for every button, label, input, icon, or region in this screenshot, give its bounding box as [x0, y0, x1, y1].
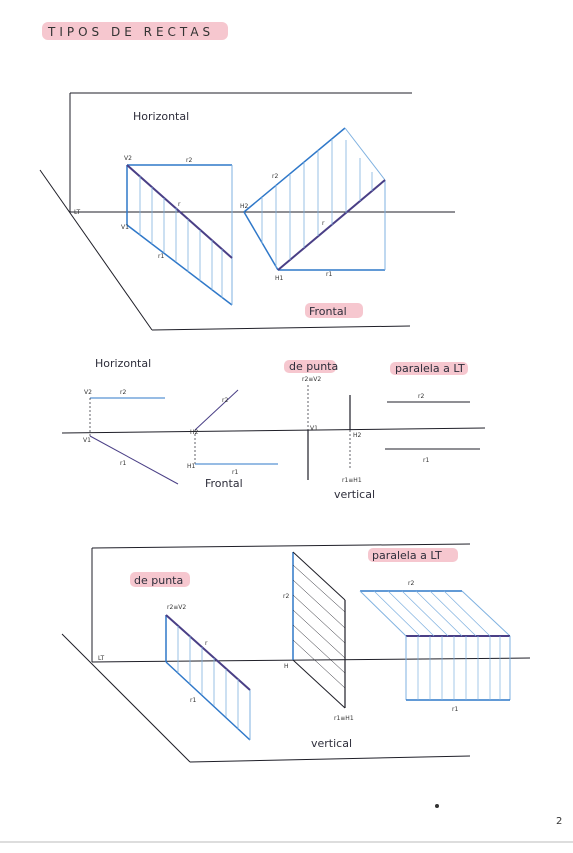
s3-lt-label: LT: [98, 655, 105, 662]
s1-horizontal-label: Horizontal: [133, 110, 189, 123]
section1-drawing: Horizontal Frontal V2 r2 r r1 LT V1 H2 H…: [39, 92, 455, 331]
s2-v-h2: H2: [353, 432, 362, 439]
s2-vertical-label: vertical: [334, 488, 375, 501]
s2-paralela-highlight: [390, 362, 468, 375]
s1-hatch-right: [261, 139, 373, 268]
s3-depunta-label: de punta: [134, 574, 183, 587]
s2-p-r1-label: r1: [423, 457, 429, 464]
s1-horizontal-plane-bottom: [151, 325, 411, 331]
s3-p-hatch: [373, 590, 501, 700]
s3-dp-r1: [165, 661, 251, 741]
s1-frontal-highlight: [305, 303, 363, 318]
s3-v-r1h1: r1≡H1: [334, 715, 354, 722]
s1-lt-label: LT: [74, 209, 81, 216]
s2-f-h2: H2: [190, 429, 199, 436]
s1-frontal-label: Frontal: [309, 305, 347, 318]
s2-dp-v1: V1: [310, 425, 318, 432]
s2-f-h1: H1: [187, 463, 196, 470]
s2-frontal-label: Frontal: [205, 477, 243, 490]
s2-h-v1: V1: [83, 437, 91, 444]
s1-h1-label: H1: [275, 275, 284, 282]
s2-dp-r2v2: r2≡V2: [302, 376, 321, 383]
s3-paralela-label: paralela a LT: [372, 549, 442, 562]
s1-r-line: [126, 164, 233, 259]
s3-dp-hatch: [177, 626, 239, 729]
s2-ground-line: [61, 427, 486, 434]
s3-vertical-plane-top: [91, 543, 471, 549]
s3-p-r2-label: r2: [408, 580, 414, 587]
s2-f-r2-label: r2: [222, 397, 228, 404]
s3-v-hatch: [292, 564, 346, 689]
s3-dp-r: [165, 614, 251, 691]
s3-ground-line: [91, 657, 531, 663]
section2-drawing: Horizontal V2 r2 V1 r1 Frontal H2 H1 r2 …: [61, 357, 486, 501]
ink-dot: [435, 804, 439, 808]
s2-h-r1-label: r1: [120, 460, 126, 467]
s1-hatch-left: [139, 176, 223, 298]
title-group: TIPOS DE RECTAS: [42, 22, 228, 40]
s2-f-r2: [194, 389, 239, 431]
s3-dp-r-label: r: [205, 640, 208, 647]
s2-depunta-highlight: [284, 360, 336, 373]
s3-v-top-edge: [292, 551, 346, 601]
s3-v-r1: [292, 659, 346, 709]
s1-rb-label: r: [322, 220, 325, 227]
s1-top-right-edge: [344, 127, 386, 181]
s2-depunta-label: de punta: [289, 360, 338, 373]
s2-v-r1h1: r1≡H1: [342, 477, 362, 484]
s1-r2b-line: [243, 127, 346, 213]
s3-v-h-label: H: [284, 663, 289, 670]
s2-horizontal-label: Horizontal: [95, 357, 151, 370]
s2-paralela-label: paralela a LT: [395, 362, 465, 375]
s3-p-right-edge: [461, 590, 511, 637]
page-title: TIPOS DE RECTAS: [47, 25, 214, 39]
s3-v-r2-label: r2: [283, 593, 289, 600]
s2-p-r2-label: r2: [418, 393, 424, 400]
s2-h-r2-label: r2: [120, 389, 126, 396]
s3-horizontal-plane-bottom: [189, 755, 471, 763]
s1-h2-label: H2: [240, 203, 249, 210]
s3-paralela-highlight: [368, 548, 458, 562]
s1-r1-line: [126, 224, 233, 306]
s3-depunta-highlight: [130, 572, 190, 587]
s1-r-label: r: [178, 201, 181, 208]
s2-h-v2: V2: [84, 389, 92, 396]
s1-horizontal-plane-left: [39, 169, 153, 331]
title-highlight: [42, 22, 228, 40]
s1-left-edge-b: [243, 211, 279, 271]
s3-p-left-edge: [359, 590, 407, 637]
s3-p-r1-label: r1: [452, 706, 458, 713]
s2-h-r1: [89, 435, 179, 485]
s1-v1-label: V1: [121, 224, 129, 231]
s3-vertical-label: vertical: [311, 737, 352, 750]
s1-rb-line: [277, 179, 386, 271]
s1-r1b-label: r1: [326, 271, 332, 278]
s1-v2-label: V2: [124, 155, 132, 162]
s3-dp-r2v2: r2≡V2: [167, 604, 186, 611]
section3-drawing: de punta r2≡V2 r r1 LT r2: [61, 543, 531, 763]
s2-f-r1-label: r1: [232, 469, 238, 476]
s1-r1-label: r1: [158, 253, 164, 260]
s3-dp-r1-label: r1: [190, 697, 196, 704]
s3-horizontal-plane-left: [61, 633, 191, 763]
page-number: 2: [556, 816, 562, 827]
s1-r2-label: r2: [186, 157, 192, 164]
s1-r2b-label: r2: [272, 173, 278, 180]
